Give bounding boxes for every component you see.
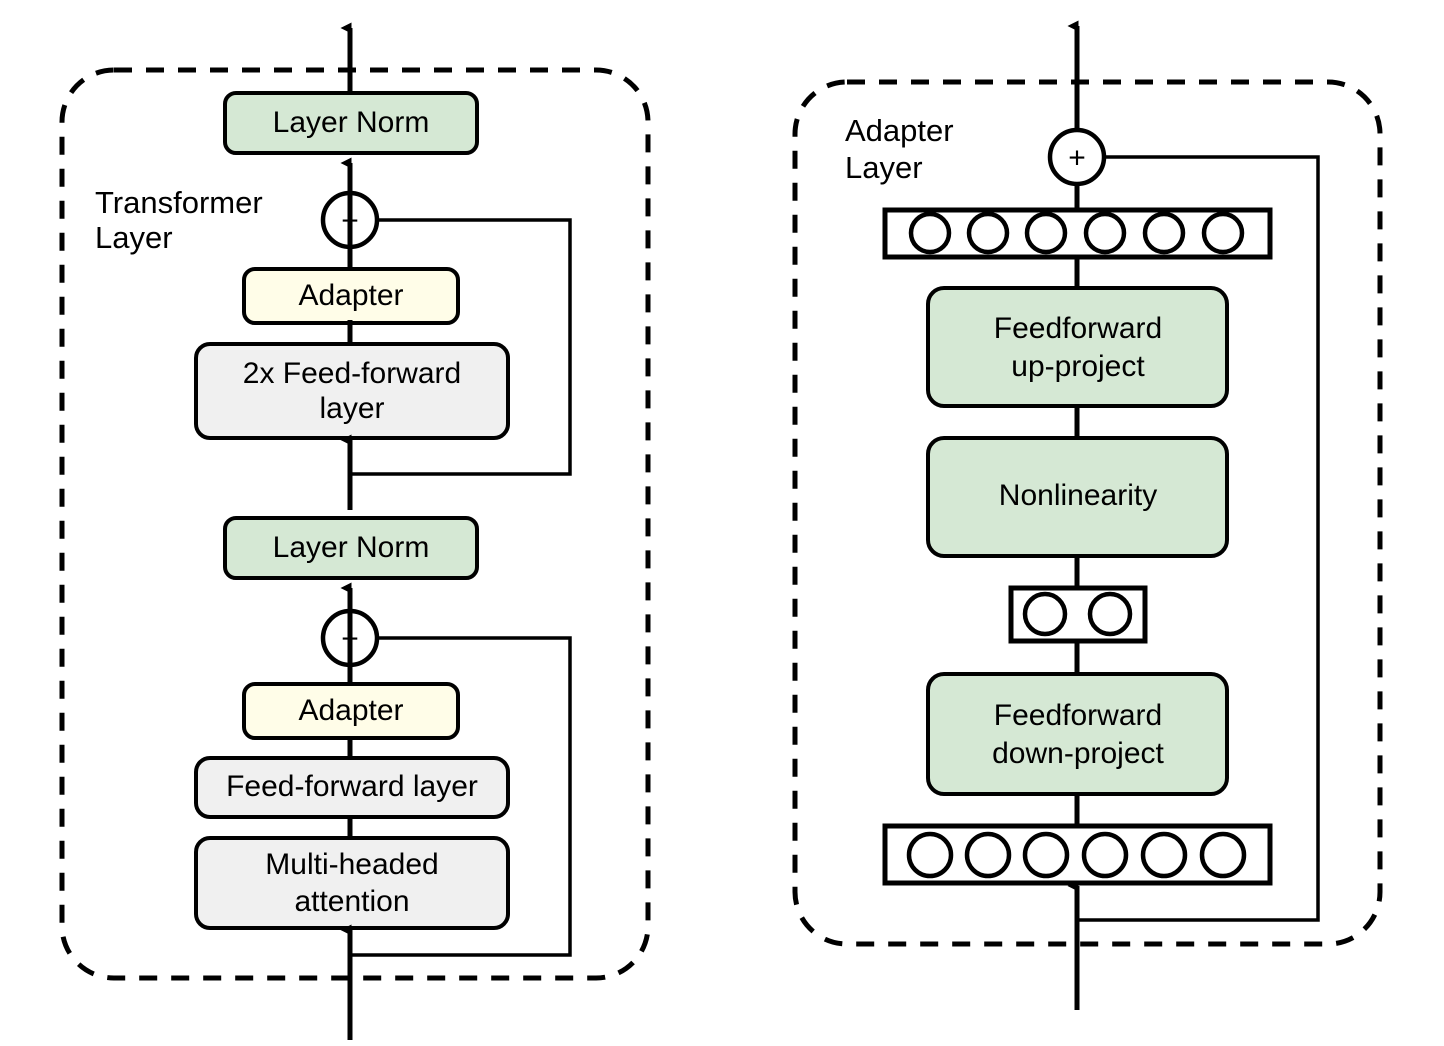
adapter-layer-panel: Adapter Layer + Feedforward up-project [792,20,1383,1010]
neuron-row-bottleneck [1008,585,1148,644]
neuron-circle [966,211,1010,255]
residual-connection-top [350,218,572,476]
adapter-layer-dashed-border [792,79,1383,947]
label-ff-down-project-line1: Feedforward [994,699,1162,732]
neuron-circle [1024,211,1068,255]
adapter-layer-label-line1: Adapter [845,113,954,148]
adapter-layer-label-line2: Layer [845,150,923,185]
label-multi-head-attention-line1: Multi-headed [265,848,438,881]
label-feed-forward-2x-line2: layer [319,392,384,425]
label-ff-down-project-line2: down-project [992,737,1164,770]
neuron-circle [908,211,952,255]
block-ff-up-project [926,286,1229,408]
transformer-layer-dashed-border [59,67,651,981]
label-adapter-bottom: Adapter [298,694,403,727]
block-layer-norm-mid [223,516,479,580]
neuron-circle [1081,831,1129,879]
neuron-circle [1022,831,1070,879]
neuron-circle [1201,211,1245,255]
neuron-circle [1142,211,1186,255]
label-feed-forward-layer: Feed-forward layer [226,770,478,803]
block-ff-down-project [926,672,1229,796]
neuron-row-top [882,207,1273,260]
neuron-circle [1083,211,1127,255]
adder-adapter-plus-icon: + [1068,142,1086,175]
residual-connection-adapter [1077,155,1320,922]
label-feed-forward-2x-line1: 2x Feed-forward [243,357,461,390]
block-feed-forward-layer [194,756,510,819]
block-feed-forward-2x [194,342,510,440]
label-nonlinearity: Nonlinearity [999,479,1157,512]
transformer-layer-label-line2: Layer [95,220,173,255]
neuron-circle [1140,831,1188,879]
label-layer-norm-top: Layer Norm [273,106,430,139]
neuron-circle [1199,831,1247,879]
label-ff-up-project-line2: up-project [1011,350,1145,383]
neuron-circle [906,831,954,879]
neuron-circle [964,831,1012,879]
neuron-circle [1022,591,1068,637]
transformer-layer-label-line1: Transformer [95,185,263,220]
block-multi-head-attention [194,836,510,930]
neuron-circle [1087,591,1133,637]
neuron-row-bottom [882,823,1273,886]
residual-connection-bottom [350,636,572,957]
transformer-layer-panel: Transformer Layer Layer Norm + Adapter 2… [59,22,651,1040]
block-layer-norm-top [223,91,479,155]
label-adapter-top: Adapter [298,279,403,312]
label-multi-head-attention-line2: attention [294,885,409,918]
label-ff-up-project-line1: Feedforward [994,312,1162,345]
label-layer-norm-mid: Layer Norm [273,531,430,564]
